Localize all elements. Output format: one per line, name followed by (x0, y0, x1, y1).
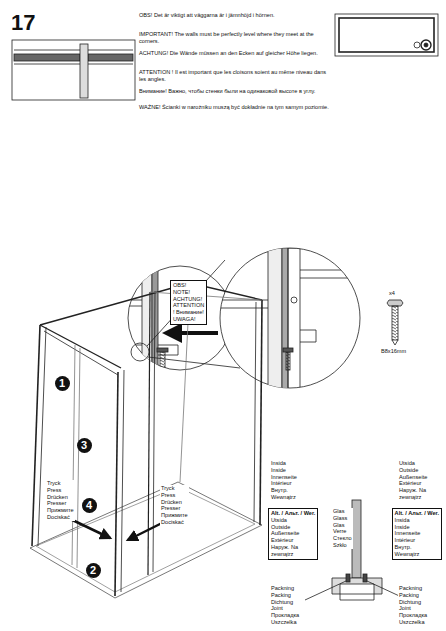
side-label: Utsida Outside Außenseite Extérieur Нару… (398, 460, 428, 501)
note-text: ATTENTION ! Il est important que les clo… (138, 69, 332, 83)
note-text: Внимание! Важно, чтобы стенки были на од… (138, 88, 332, 95)
shower-enclosure (30, 283, 262, 598)
callout-number: 1 (55, 376, 70, 391)
note-text: OBS! NOTE! ACHTUNG! ATTENTION ! Внимание… (173, 282, 204, 323)
note-text: IMPORTANT! The walls must be perfectly l… (138, 31, 332, 45)
callout-text: 3 (81, 440, 87, 451)
packing-label: Packning Packing Dichtung Joint Прокладк… (270, 585, 300, 626)
quantity: x4 (388, 290, 396, 297)
note-text: Alt. / Альт. / Wer. (395, 510, 439, 517)
callout-number: 2 (86, 563, 101, 578)
packing-label: Packning Packing Dichtung Joint Прокладк… (398, 585, 428, 626)
note-text: WAŻNE! Ścianki w narożniku muszą być dok… (138, 104, 332, 111)
screw-icon (387, 300, 403, 345)
note-text: Insida Inside Innenseite Intérieur Внутр… (395, 517, 421, 558)
note-text: ACHTUNG! Die Wände müssen an den Ecken a… (138, 50, 332, 57)
callout-number: 3 (77, 438, 92, 453)
profile-detail (218, 248, 362, 390)
detail-marker (131, 343, 149, 361)
alt-box: Alt. / Альт. / Wer.Utsida Outside Außens… (268, 508, 318, 560)
screw-size: B8x16mm (380, 348, 407, 355)
note-box: OBS! NOTE! ACHTUNG! ATTENTION ! Внимание… (170, 280, 207, 325)
corner-inset (12, 40, 135, 100)
press-label: Tryck Press Drücken Presser Прижмите Doc… (160, 485, 189, 526)
alt-box: Alt. / Альт. / Wer.Insida Inside Innense… (392, 508, 442, 560)
callout-text: 1 (59, 378, 65, 389)
press-label: Tryck Press Drücken Presser Прижмите Doc… (46, 480, 75, 521)
tray-inset (335, 14, 438, 56)
callout-text: 4 (86, 500, 92, 511)
callout-text: 2 (90, 565, 96, 576)
detail-leader (148, 357, 240, 368)
step-number: 17 (10, 12, 36, 34)
note-text: Alt. / Альт. / Wer. (271, 510, 315, 517)
glass-label: Glas Glass Glas Verre Стекло Szkło (332, 508, 353, 549)
note-text: Utsida Outside Außenseite Extérieur Нару… (271, 517, 299, 558)
callout-number: 4 (82, 498, 97, 513)
side-label: Insida Inside Innenseite Intérieur Внутр… (270, 460, 298, 501)
note-text: OBS! Det är viktigt att väggarna är i jä… (138, 12, 332, 19)
detail-leader (147, 260, 225, 346)
